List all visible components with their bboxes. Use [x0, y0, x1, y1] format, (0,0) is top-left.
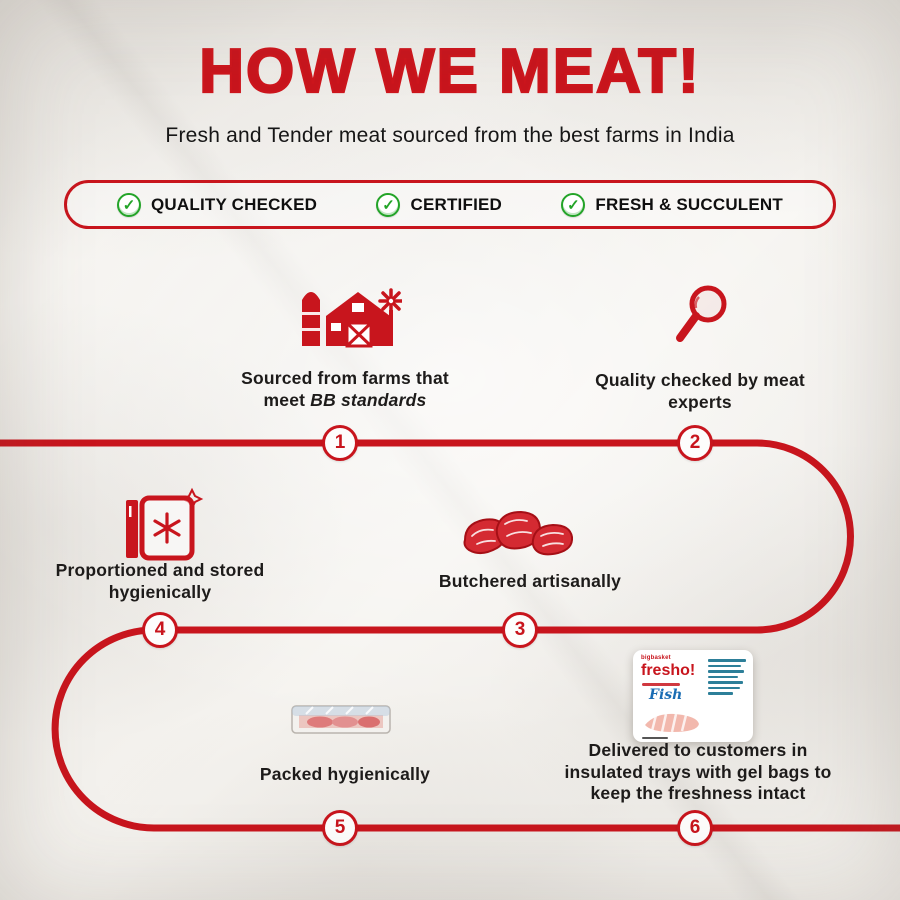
step-2-caption: Quality checked by meat experts: [595, 370, 805, 412]
step-3-caption: Butchered artisanally: [438, 571, 622, 591]
step-6-caption: Delivered to customers in insulated tray…: [564, 740, 832, 803]
check-icon: ✓: [117, 192, 141, 217]
package-info-lines: [708, 659, 746, 695]
magnifier-icon: [668, 282, 732, 355]
badge-bar: ✓ QUALITY CHECKED ✓ CERTIFIED ✓ FRESH & …: [64, 180, 836, 229]
step-marker-6: 6: [677, 810, 713, 846]
page-subtitle: Fresh and Tender meat sourced from the b…: [165, 124, 735, 147]
step-marker-4: 4: [142, 612, 178, 648]
step-marker-1: 1: [322, 425, 358, 461]
check-icon: ✓: [561, 192, 586, 217]
badge-quality-checked: ✓ QUALITY CHECKED: [117, 192, 318, 217]
package-tagline-bar: [642, 683, 680, 686]
farm-icon: [290, 276, 404, 357]
step-marker-2: 2: [677, 425, 713, 461]
package-footnote-bar: [642, 737, 668, 739]
page-title: HOW WE MEAT!: [198, 36, 701, 107]
product-name: Fish: [649, 687, 683, 703]
badge-label: FRESH & SUCCULENT: [595, 194, 783, 214]
tray-icon: [290, 698, 392, 745]
step-4-caption: Proportioned and stored hygienically: [55, 560, 265, 602]
fish-image: [645, 713, 699, 733]
bigbasket-logo: bigbasket: [641, 655, 671, 661]
fridge-icon: [118, 486, 204, 573]
step-marker-3: 3: [502, 612, 538, 648]
fresho-logo: fresho!: [641, 662, 696, 679]
step-1-caption: Sourced from farms that meet BB standard…: [241, 368, 449, 410]
check-icon: ✓: [376, 192, 401, 217]
badge-fresh-succulent: ✓ FRESH & SUCCULENT: [561, 192, 783, 217]
package-icon: bigbasket fresho! Fish: [633, 650, 753, 742]
step-5-caption: Packed hygienically: [259, 764, 431, 784]
step-marker-5: 5: [322, 810, 358, 846]
badge-certified: ✓ CERTIFIED: [376, 192, 503, 217]
meat-icon: [455, 498, 580, 575]
badge-label: QUALITY CHECKED: [151, 194, 318, 214]
badge-label: CERTIFIED: [410, 194, 503, 214]
